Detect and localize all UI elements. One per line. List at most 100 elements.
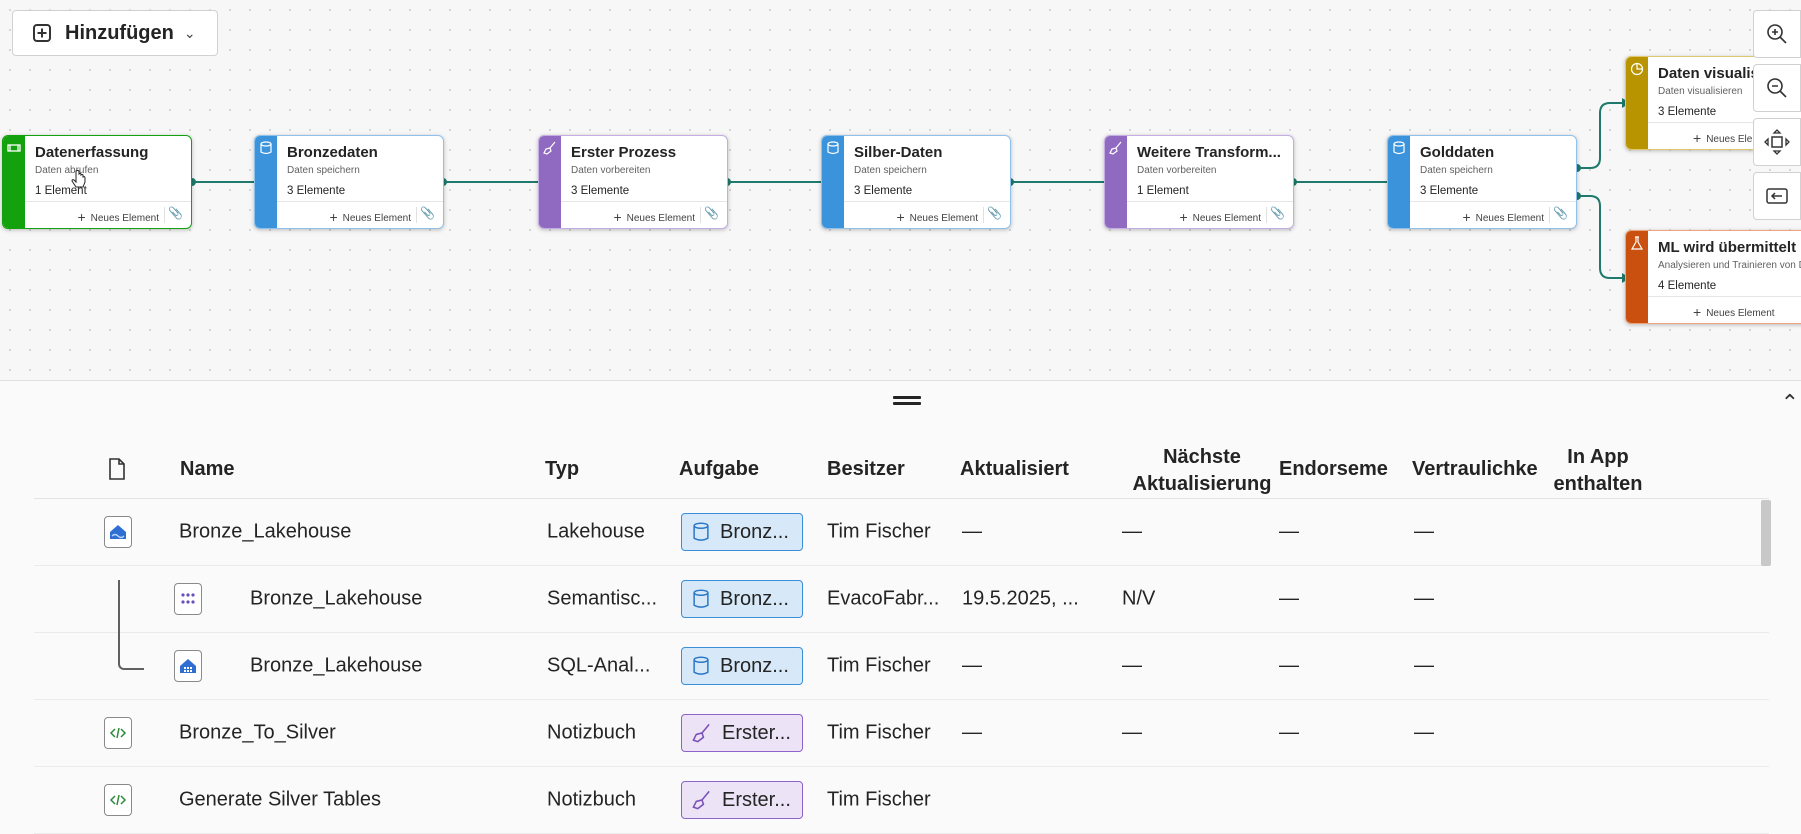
node-title: ML wird übermittelt	[1658, 239, 1797, 256]
header-inapp-line1: In App	[1567, 446, 1629, 468]
cell-aktualisiert: —	[962, 721, 982, 744]
table-header: Name Typ Aufgabe Besitzer Aktualisiert N…	[34, 420, 1769, 499]
broom-icon	[692, 790, 710, 810]
mouse-cursor-icon	[71, 170, 86, 188]
cell-endorsement: —	[1279, 520, 1299, 543]
cell-name[interactable]: Bronze_To_Silver	[179, 721, 336, 744]
task-tag[interactable]: Bronz...	[681, 580, 803, 618]
header-aufgabe[interactable]: Aufgabe	[679, 458, 759, 480]
node-weitere-transformation[interactable]: Weitere Transform... Daten vorbereiten 1…	[1104, 135, 1294, 229]
node-subtitle: Daten vorbereiten	[571, 165, 651, 176]
cell-endorsement: —	[1279, 721, 1299, 744]
new-element-button[interactable]: +Neues Element	[77, 209, 159, 225]
task-tag-label: Bronz...	[720, 587, 789, 610]
node-title: Datenerfassung	[35, 144, 149, 161]
attach-icon[interactable]: 📎	[987, 206, 1002, 220]
add-button-label: Hinzufügen	[65, 21, 174, 44]
attach-icon[interactable]: 📎	[1553, 206, 1568, 220]
new-element-button[interactable]: +Neues Ele	[1693, 130, 1753, 146]
cell-besitzer: Tim Fischer	[827, 721, 931, 744]
header-typ[interactable]: Typ	[545, 458, 580, 480]
node-ml-wird-uebermittelt[interactable]: ML wird übermittelt Analysieren und Trai…	[1625, 230, 1801, 324]
add-square-icon	[33, 24, 51, 42]
node-golddaten[interactable]: Golddaten Daten speichern 3 Elemente +Ne…	[1387, 135, 1577, 229]
cell-endorsement: —	[1279, 654, 1299, 677]
attach-icon[interactable]: 📎	[1270, 206, 1285, 220]
new-element-button[interactable]: +Neues Element	[329, 209, 411, 225]
new-element-button[interactable]: +Neues Element	[1693, 304, 1775, 320]
canvas-tools	[1753, 10, 1801, 226]
items-table: Name Typ Aufgabe Besitzer Aktualisiert N…	[34, 420, 1769, 834]
cell-vertraulichkeit: —	[1414, 587, 1434, 610]
zoom-in-button[interactable]	[1753, 10, 1801, 58]
table-row[interactable]: Bronze_Lakehouse SQL-Anal... Bronz... Ti…	[34, 633, 1769, 700]
cell-aktualisiert: —	[962, 654, 982, 677]
cell-naechste: N/V	[1122, 587, 1156, 610]
table-row[interactable]: Bronze_Lakehouse Semantisc... Bronz... E…	[34, 566, 1769, 633]
attach-icon[interactable]: 📎	[704, 206, 719, 220]
node-item-count: 3 Elemente	[1420, 185, 1479, 197]
zoom-out-button[interactable]	[1753, 64, 1801, 112]
new-element-label: Neues Element	[1475, 213, 1544, 224]
task-tag[interactable]: Bronz...	[681, 513, 803, 551]
cell-aktualisiert: —	[962, 520, 982, 543]
new-element-label: Neues Element	[626, 213, 695, 224]
attach-icon[interactable]: 📎	[168, 206, 183, 220]
header-endorsement[interactable]: Endorseme	[1279, 458, 1388, 480]
header-besitzer[interactable]: Besitzer	[827, 458, 905, 480]
database-icon	[693, 589, 709, 608]
header-vertraulichkeit[interactable]: Vertraulichke	[1412, 458, 1538, 480]
table-row[interactable]: Bronze_To_Silver Notizbuch Erster... Tim…	[34, 700, 1769, 767]
fit-view-button[interactable]	[1753, 118, 1801, 166]
vertical-scrollbar[interactable]	[1761, 500, 1771, 566]
cell-name[interactable]: Bronze_Lakehouse	[179, 520, 352, 543]
collapse-up-icon[interactable]: ⌃	[1780, 390, 1799, 415]
header-aktualisiert[interactable]: Aktualisiert	[960, 458, 1069, 480]
node-item-count: 3 Elemente	[571, 185, 630, 197]
node-subtitle: Daten vorbereiten	[1137, 165, 1217, 176]
header-name[interactable]: Name	[180, 458, 235, 480]
cell-name[interactable]: Bronze_Lakehouse	[250, 587, 423, 610]
node-item-count: 3 Elemente	[1658, 106, 1717, 118]
new-element-label: Neues Element	[909, 213, 978, 224]
new-element-label: Neues Ele	[1706, 134, 1753, 145]
attach-icon[interactable]: 📎	[420, 206, 435, 220]
zoom-out-icon	[1767, 78, 1787, 98]
broom-icon	[1109, 141, 1122, 155]
cell-besitzer: Tim Fischer	[827, 654, 931, 677]
cell-aktualisiert: 19.5.2025, ...	[962, 587, 1079, 610]
node-datenerfassung[interactable]: Datenerfassung Daten abrufen 1 Element +…	[2, 135, 192, 229]
broom-icon	[543, 141, 556, 155]
chart-icon	[1630, 62, 1644, 76]
new-element-button[interactable]: +Neues Element	[613, 209, 695, 225]
notebook-icon	[104, 717, 132, 749]
node-title: Golddaten	[1420, 144, 1495, 161]
node-title: Silber-Daten	[854, 144, 943, 161]
node-erster-prozess[interactable]: Erster Prozess Daten vorbereiten 3 Eleme…	[538, 135, 728, 229]
cell-typ: Notizbuch	[547, 788, 636, 811]
task-flow-canvas[interactable]: Hinzufügen ⌄ Datenerfassung Daten abrufe…	[0, 0, 1801, 381]
task-tag[interactable]: Bronz...	[681, 647, 803, 685]
task-tag-label: Bronz...	[720, 520, 789, 543]
cell-name[interactable]: Generate Silver Tables	[179, 788, 381, 811]
new-element-label: Neues Element	[342, 213, 411, 224]
new-element-label: Neues Element	[90, 213, 159, 224]
node-title: Bronzedaten	[287, 144, 378, 161]
task-tag[interactable]: Erster...	[681, 781, 803, 819]
node-silber-daten[interactable]: Silber-Daten Daten speichern 3 Elemente …	[821, 135, 1011, 229]
cell-naechste: —	[1122, 721, 1142, 744]
node-bronzedaten[interactable]: Bronzedaten Daten speichern 3 Elemente +…	[254, 135, 444, 229]
tree-connector	[118, 580, 144, 670]
task-tag[interactable]: Erster...	[681, 714, 803, 752]
add-button[interactable]: Hinzufügen ⌄	[12, 10, 218, 56]
table-row[interactable]: Bronze_Lakehouse Lakehouse Bronz... Tim …	[34, 499, 1769, 566]
new-element-button[interactable]: +Neues Element	[1462, 209, 1544, 225]
cell-name[interactable]: Bronze_Lakehouse	[250, 654, 423, 677]
resize-handle[interactable]	[893, 396, 921, 406]
new-element-button[interactable]: +Neues Element	[896, 209, 978, 225]
table-row[interactable]: Generate Silver Tables Notizbuch Erster.…	[34, 767, 1769, 834]
new-element-button[interactable]: +Neues Element	[1179, 209, 1261, 225]
collapse-panel-button[interactable]	[1753, 172, 1801, 220]
